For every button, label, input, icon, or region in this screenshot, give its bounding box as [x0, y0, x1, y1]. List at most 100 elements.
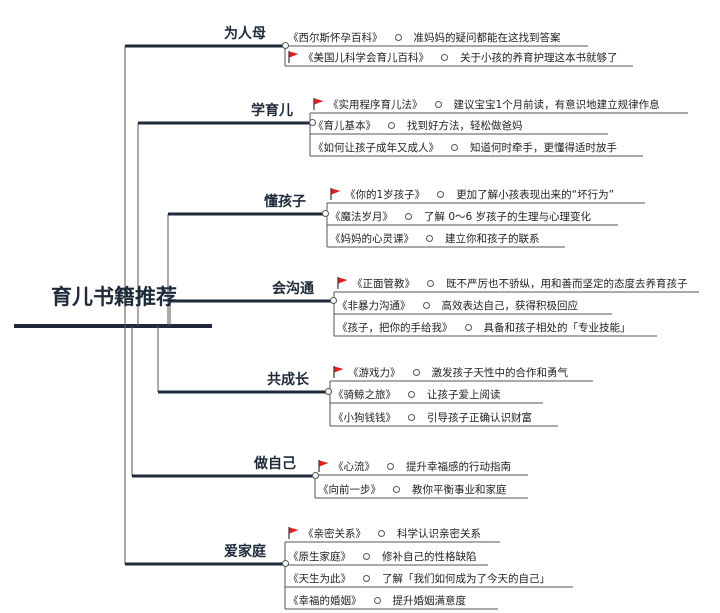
- book-item[interactable]: 《正面管教》既不严厉也不骄纵，用和善而坚定的态度去养育孩子: [337, 274, 688, 292]
- separator-circle-icon: [394, 33, 402, 41]
- book-description: 科学认识亲密关系: [397, 527, 481, 540]
- collapse-dot-icon[interactable]: [322, 210, 329, 217]
- book-item[interactable]: 《向前一步》 教你平衡事业和家庭: [318, 480, 507, 498]
- collapse-dot-icon[interactable]: [282, 560, 289, 567]
- book-item[interactable]: 《亲密关系》 科学认识亲密关系: [288, 524, 481, 542]
- book-item[interactable]: 《西尔斯怀孕百科》 准妈妈的疑问都能在这找到答案: [288, 28, 561, 46]
- book-title: 《魔法岁月》: [330, 210, 393, 223]
- flag-icon: [337, 277, 348, 289]
- book-item[interactable]: 《天生为此》 了解「我们如何成为了今天的自己」: [288, 569, 550, 587]
- book-item[interactable]: 《如何让孩子成年又成人》 知道何时牵手，更懂得适时放手: [313, 138, 617, 156]
- separator-circle-icon: [393, 485, 400, 493]
- book-title: 《孩子，把你的手给我》: [337, 321, 453, 334]
- book-description: 了解「我们如何成为了今天的自己」: [382, 572, 550, 585]
- separator-circle-icon: [373, 596, 381, 604]
- branch-topic[interactable]: 爱家庭: [224, 544, 266, 560]
- separator-circle-icon: [378, 529, 385, 537]
- separator-circle-icon: [408, 413, 415, 421]
- separator-circle-icon: [464, 323, 472, 331]
- branch-topic[interactable]: 共成长: [267, 372, 309, 388]
- branch-topic[interactable]: 懂孩子: [264, 194, 306, 210]
- book-title: 《正面管教》: [352, 277, 415, 290]
- book-item[interactable]: 《幸福的婚姻》 提升婚姻满意度: [288, 591, 466, 609]
- root-topic[interactable]: 育儿书籍推荐: [51, 285, 177, 309]
- book-item[interactable]: 《美国儿科学会育儿百科》关于小孩的养育护理这本书就够了: [288, 48, 618, 66]
- book-title: 《向前一步》: [318, 483, 381, 496]
- separator-circle-icon: [426, 234, 433, 242]
- separator-circle-icon: [412, 368, 420, 376]
- flag-icon: [318, 460, 329, 472]
- book-description: 知道何时牵手，更懂得适时放手: [470, 141, 617, 154]
- book-title: 《骑鲸之旅》: [333, 388, 396, 401]
- book-title: 《亲密关系》: [303, 527, 366, 540]
- book-description: 提升婚姻满意度: [392, 594, 467, 607]
- book-title: 《育儿基本》: [313, 119, 376, 132]
- book-description: 建议宝宝1个月前读，有意识地建立规律作息: [453, 98, 660, 111]
- book-item[interactable]: 《游戏力》 激发孩子天性中的合作和勇气: [333, 363, 568, 381]
- book-description: 更加了解小孩表现出来的“坏行为”: [456, 188, 615, 201]
- book-description: 提升幸福感的行动指南: [406, 460, 511, 473]
- branch-topic[interactable]: 学育儿: [251, 103, 293, 119]
- separator-circle-icon: [437, 190, 445, 198]
- separator-circle-icon: [405, 212, 412, 220]
- book-description: 了解 0～6 岁孩子的生理与心理变化: [424, 210, 592, 223]
- book-item[interactable]: 《非暴力沟通》 高效表达自己，获得积极回应: [337, 296, 578, 314]
- book-title: 《西尔斯怀孕百科》: [288, 31, 383, 44]
- book-description: 具备和孩子相处的「专业技能」: [483, 321, 631, 334]
- branch-topic[interactable]: 为人母: [224, 26, 266, 42]
- branch-topic[interactable]: 会沟通: [272, 281, 314, 297]
- branch-topic[interactable]: 做自己: [254, 456, 296, 472]
- book-title: 《妈妈的心灵课》: [330, 232, 414, 245]
- book-item[interactable]: 《小狗钱钱》引导孩子正确认识财富: [333, 408, 532, 426]
- book-description: 教你平衡事业和家庭: [412, 483, 507, 496]
- book-title: 《天生为此》: [288, 572, 351, 585]
- book-item[interactable]: 《心流》 提升幸福感的行动指南: [318, 457, 511, 475]
- separator-circle-icon: [408, 390, 415, 398]
- flag-icon: [333, 366, 344, 378]
- collapse-dot-icon[interactable]: [330, 297, 337, 304]
- book-item[interactable]: 《魔法岁月》 了解 0～6 岁孩子的生理与心理变化: [330, 207, 591, 225]
- collapse-dot-icon[interactable]: [312, 472, 319, 479]
- book-title: 《心流》: [333, 460, 375, 473]
- book-description: 准妈妈的疑问都能在这找到答案: [413, 31, 561, 44]
- book-description: 修补自己的性格缺陷: [382, 550, 477, 563]
- book-item[interactable]: 《你的1岁孩子》 更加了解小孩表现出来的“坏行为”: [330, 185, 614, 203]
- book-description: 引导孩子正确认识财富: [427, 411, 532, 424]
- book-description: 高效表达自己，获得积极回应: [441, 299, 579, 312]
- separator-circle-icon: [434, 100, 442, 108]
- book-description: 找到好方法，轻松做爸妈: [407, 119, 523, 132]
- book-description: 让孩子爱上阅读: [427, 388, 501, 401]
- book-title: 《原生家庭》: [288, 550, 351, 563]
- book-item[interactable]: 《实用程序育儿法》 建议宝宝1个月前读，有意识地建立规律作息: [313, 95, 660, 113]
- separator-circle-icon: [388, 121, 395, 129]
- separator-circle-icon: [422, 301, 430, 309]
- collapse-dot-icon[interactable]: [282, 42, 289, 49]
- separator-circle-icon: [363, 574, 370, 582]
- separator-circle-icon: [451, 143, 458, 151]
- separator-circle-icon: [363, 552, 370, 560]
- flag-icon: [313, 98, 324, 110]
- collapse-dot-icon[interactable]: [325, 388, 332, 395]
- book-item[interactable]: 《原生家庭》 修补自己的性格缺陷: [288, 547, 477, 565]
- separator-circle-icon: [441, 53, 448, 61]
- separator-circle-icon: [387, 462, 394, 470]
- book-title: 《非暴力沟通》: [337, 299, 411, 312]
- book-title: 《你的1岁孩子》: [345, 188, 426, 201]
- book-item[interactable]: 《孩子，把你的手给我》 具备和孩子相处的「专业技能」: [337, 318, 631, 336]
- book-item[interactable]: 《骑鲸之旅》 让孩子爱上阅读: [333, 385, 501, 403]
- book-item[interactable]: 《妈妈的心灵课》 建立你和孩子的联系: [330, 229, 540, 247]
- collapse-dot-icon[interactable]: [309, 119, 316, 126]
- book-title: 《如何让孩子成年又成人》: [313, 141, 439, 154]
- flag-icon: [330, 188, 341, 200]
- flag-icon: [288, 527, 299, 539]
- book-title: 《幸福的婚姻》: [288, 594, 362, 607]
- book-item[interactable]: 《育儿基本》 找到好方法，轻松做爸妈: [313, 116, 523, 134]
- book-description: 关于小孩的养育护理这本书就够了: [460, 51, 618, 64]
- book-title: 《实用程序育儿法》: [328, 98, 423, 111]
- book-description: 建立你和孩子的联系: [445, 232, 540, 245]
- book-title: 《游戏力》: [348, 366, 401, 379]
- separator-circle-icon: [427, 279, 434, 287]
- book-description: 激发孩子天性中的合作和勇气: [431, 366, 569, 379]
